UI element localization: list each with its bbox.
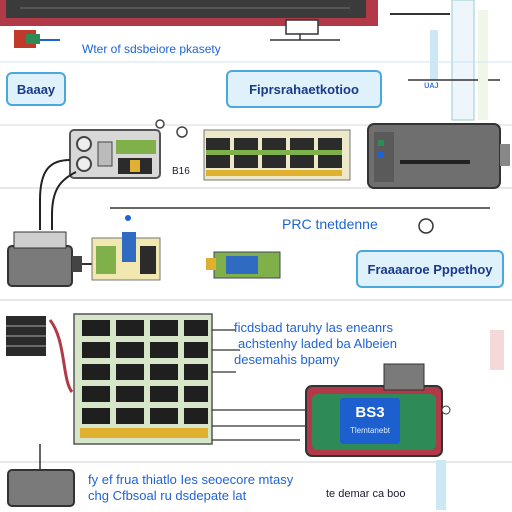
main-board [69, 119, 351, 181]
mid-text-3: desemahis bpamy [234, 352, 340, 367]
left-switch [7, 231, 96, 287]
top-connector [270, 19, 340, 41]
callout-right-mid: Fraaaaroe Pppethoy [356, 250, 504, 288]
top-left-plug [14, 30, 60, 48]
screen-subtext: Tlemtanebt [349, 426, 391, 435]
bottom-right-text: te demar ca boo [326, 488, 406, 500]
top-monitor [0, 0, 378, 26]
right-side-items [418, 218, 504, 510]
rfc-label: PRC tnetdenne [282, 216, 378, 232]
motherboard [6, 313, 213, 445]
bottom-left-device [7, 444, 75, 507]
left-wires [39, 159, 131, 230]
mid-small-board [91, 232, 161, 281]
bottom-text-2: chg Cfbsoal ru dsdepate lat [88, 488, 247, 503]
mid-module [206, 251, 281, 279]
mid-text-1: ficdsbad taruhy las eneanrs [234, 320, 393, 335]
bottom-text-1: fy ef frua thiatlo Ies seoecore mtasy [88, 472, 294, 487]
label-b16: B16 [172, 166, 190, 177]
top-caption: Wter of sdsbeiore pkasety [82, 42, 221, 56]
small-mark: ᴜᴀᴊ [424, 80, 439, 91]
mid-text-2: achstenhy laded ba Albeien [238, 336, 398, 351]
right-device [367, 123, 510, 189]
screen-text: BS3 [355, 404, 385, 421]
display-device [305, 363, 451, 457]
callout-left: Baaay [6, 72, 66, 106]
right-top-tower [390, 0, 500, 121]
callout-right-top: Fiprsrahaetkotioo [226, 70, 382, 108]
